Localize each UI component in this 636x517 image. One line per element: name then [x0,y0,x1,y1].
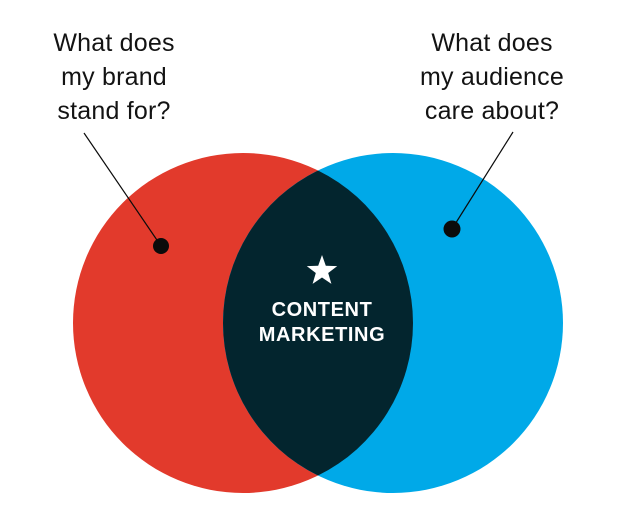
left-pointer-line [83,132,162,247]
star-icon [306,255,338,284]
left-pointer-dot [153,238,169,254]
label-line: my audience [420,63,564,91]
right-question-label: What does my audience care about? [392,26,592,128]
label-line: What does [431,29,553,57]
intersection-label-line: CONTENT [271,299,373,321]
intersection-label: CONTENT MARKETING [222,298,422,348]
left-question-label: What does my brand stand for? [14,26,214,128]
intersection-label-line: MARKETING [258,324,386,346]
right-pointer-dot [443,220,461,238]
label-line: my brand [61,63,167,91]
label-line: stand for? [57,97,171,125]
label-line: What does [53,29,175,57]
intersection-lens [223,170,413,476]
label-line: care about? [424,97,560,125]
right-pointer-line [451,131,514,230]
